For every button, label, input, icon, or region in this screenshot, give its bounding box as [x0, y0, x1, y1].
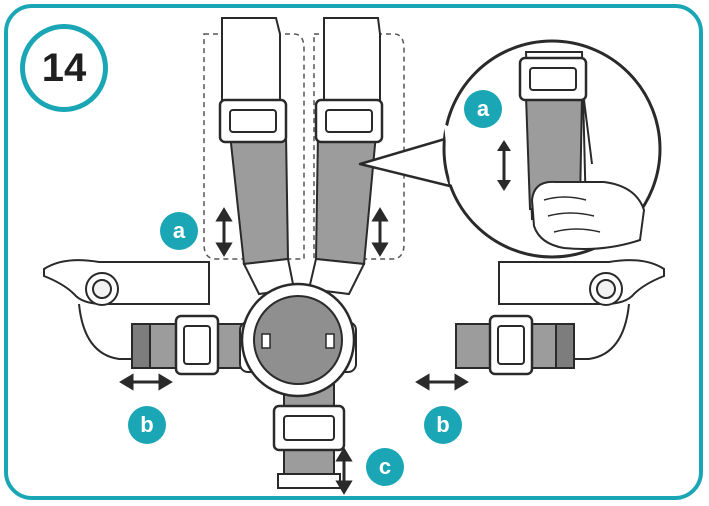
- label-badge-crotch: c: [366, 448, 404, 486]
- waist-adjust-arrows: [119, 373, 469, 391]
- right-waist-buckle: [488, 314, 534, 376]
- shoulder-adjust-arrows: [215, 207, 389, 257]
- instruction-panel: [4, 4, 703, 500]
- crotch-adjust-arrow: [335, 447, 353, 495]
- label-waist-right-text: b: [436, 412, 450, 437]
- magnifier-callout: [358, 39, 662, 259]
- right-waist-strap: [455, 314, 575, 376]
- label-badge-waist-left: b: [128, 406, 166, 444]
- strap-travel-outline: [203, 33, 405, 260]
- label-badge-waist-right: b: [424, 406, 462, 444]
- label-badge-magnified: a: [464, 90, 502, 128]
- label-badge-shoulder: a: [160, 212, 198, 250]
- step-number-badge: 14: [20, 24, 108, 112]
- left-waist-buckle: [174, 314, 220, 376]
- label-waist-left-text: b: [140, 412, 154, 437]
- label-shoulder-text: a: [172, 218, 186, 243]
- label-magnified-text: a: [476, 96, 490, 121]
- crotch-strap: [272, 383, 346, 489]
- seat-frame: [43, 259, 665, 360]
- step-number: 14: [41, 45, 87, 90]
- right-shoulder-strap: [307, 17, 384, 296]
- left-waist-strap: [131, 314, 253, 376]
- central-buckle: [239, 282, 357, 398]
- label-crotch-text: c: [378, 454, 392, 479]
